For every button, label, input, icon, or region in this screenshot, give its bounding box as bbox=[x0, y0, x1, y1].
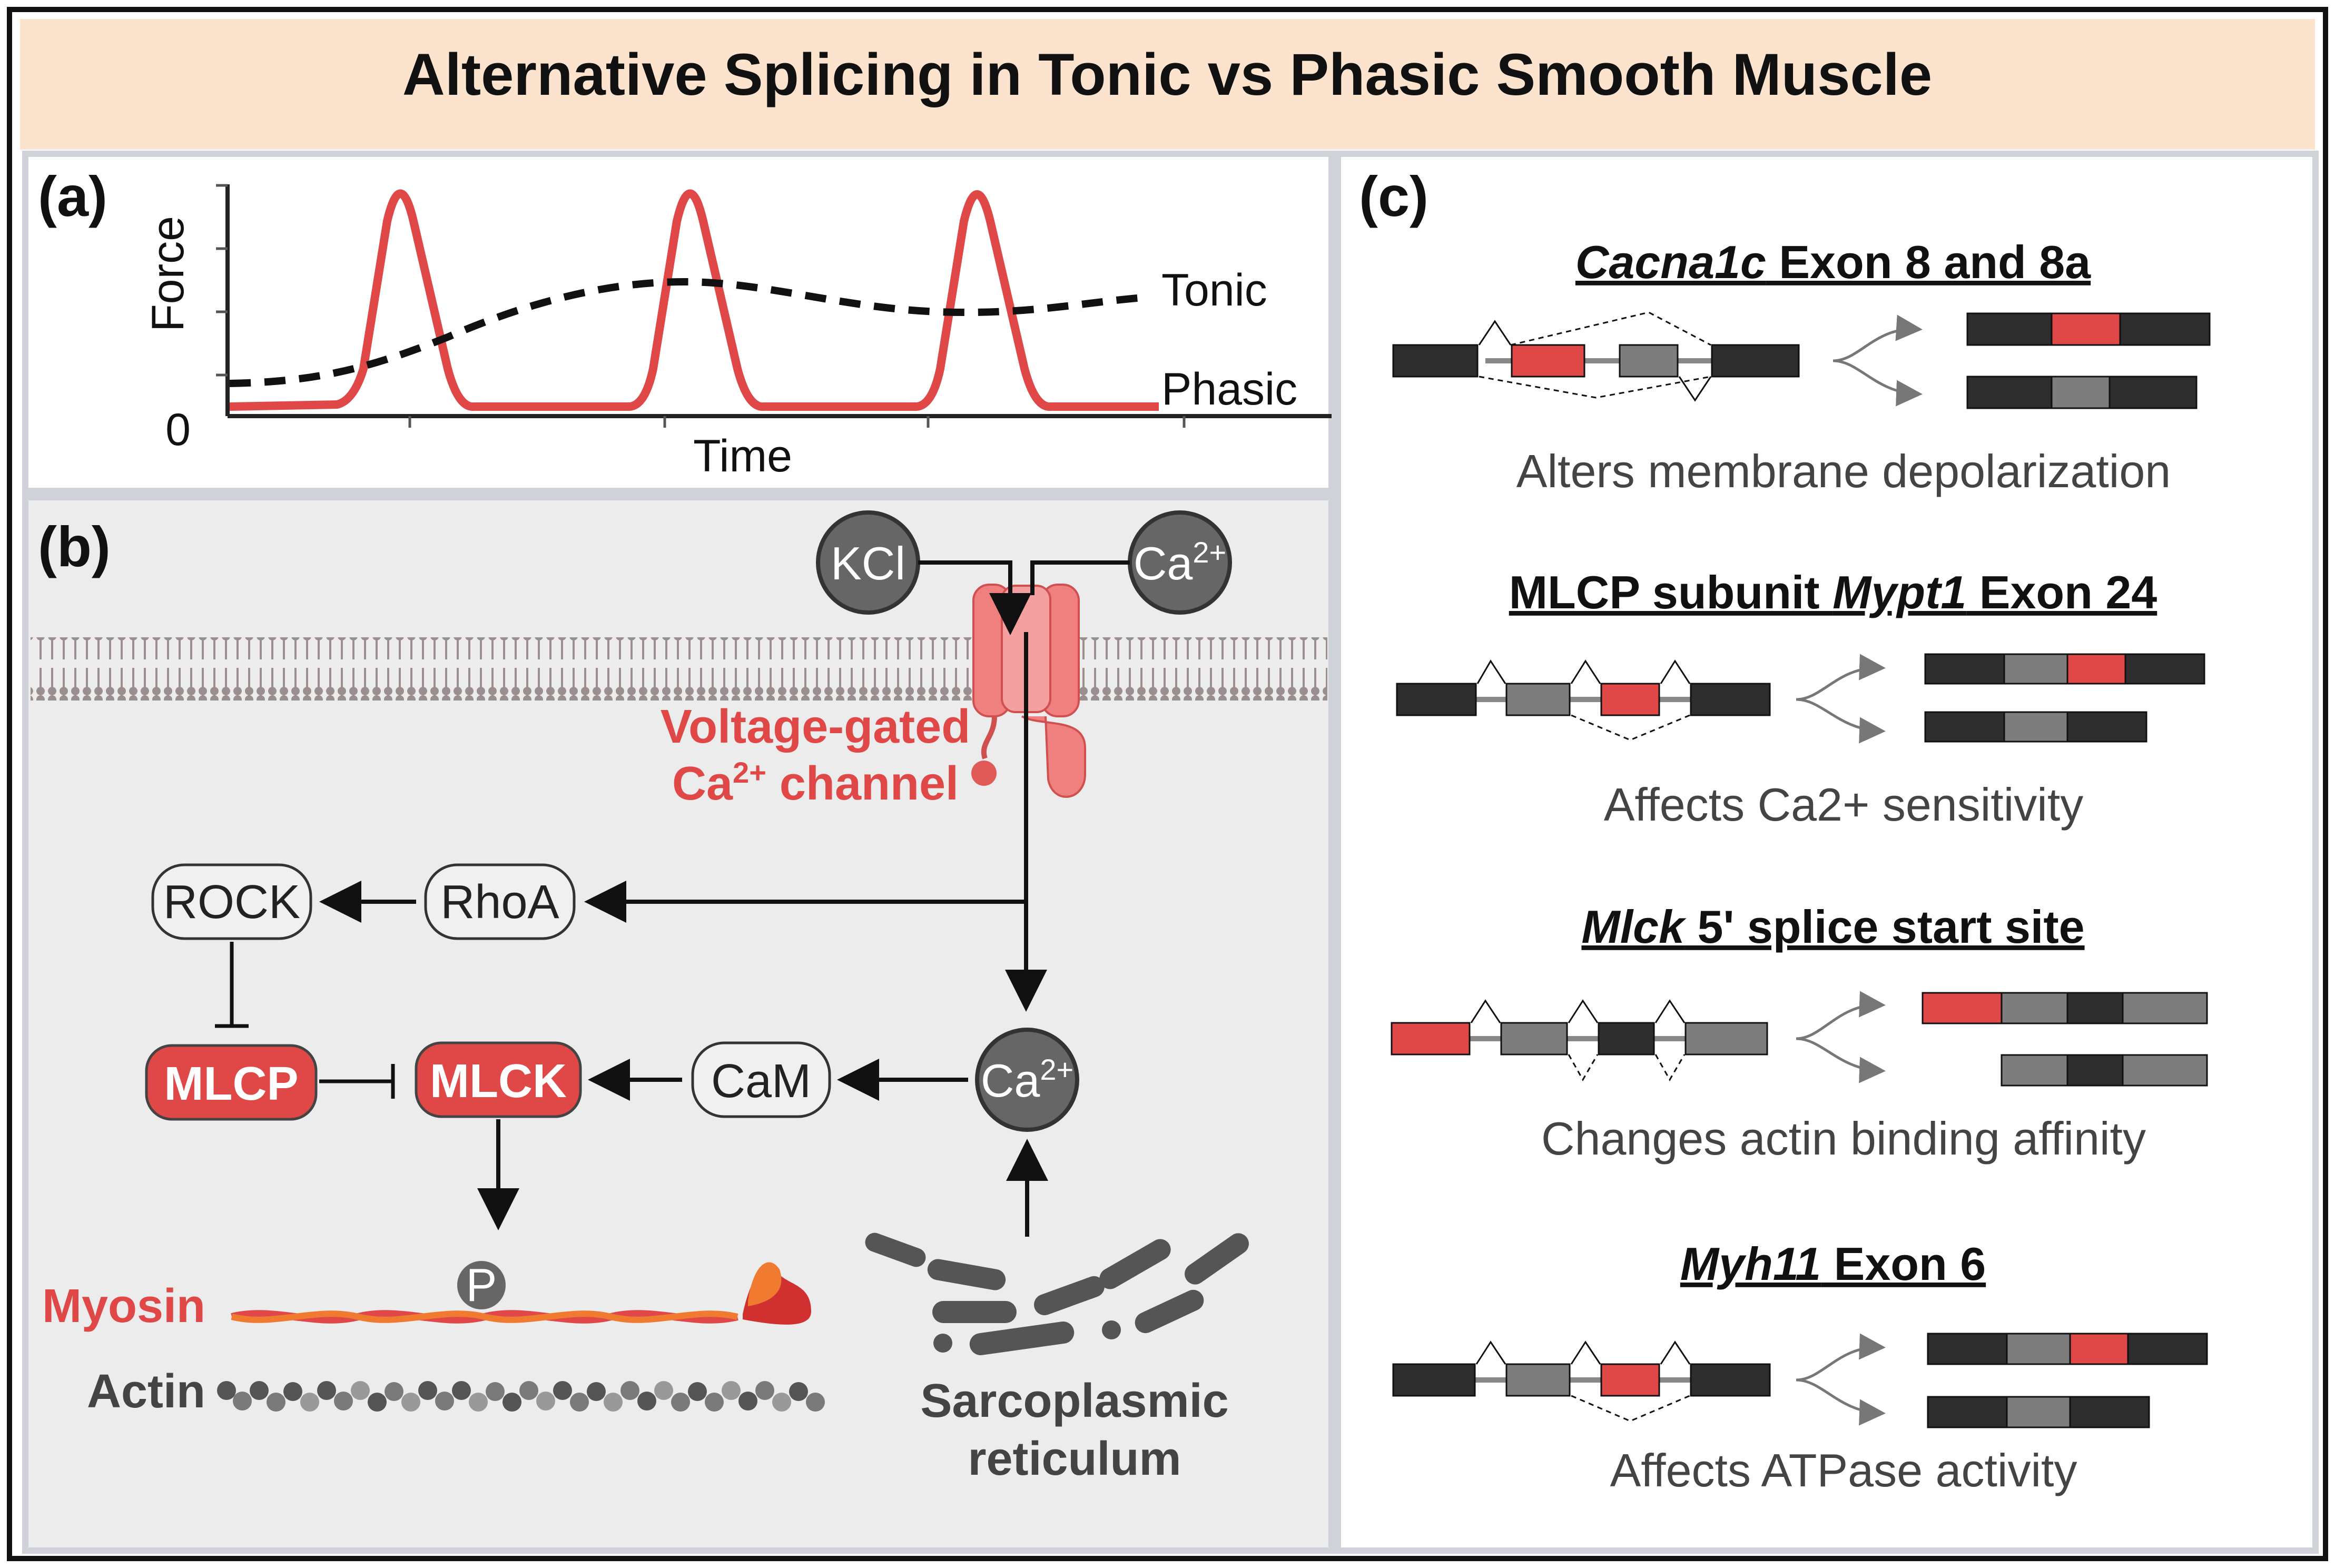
svg-text:RhoA: RhoA bbox=[440, 876, 559, 929]
gene-mlck: Mlck 5' splice start site Changes actin … bbox=[1391, 901, 2208, 1165]
gene-effect: Changes actin binding affinity bbox=[1541, 1112, 2146, 1165]
sr-label-line1: Sarcoplasmic bbox=[920, 1375, 1228, 1427]
myosin-label: Myosin bbox=[42, 1280, 205, 1333]
panel-c-label: (c) bbox=[1359, 164, 1428, 228]
phosphate-group: P bbox=[457, 1259, 506, 1311]
sr-label-line2: reticulum bbox=[968, 1433, 1181, 1485]
gene-heading: Mlck 5' splice start site bbox=[1581, 901, 2084, 953]
gene-myh11: Myh11 Exon 6 Affects ATPase activity bbox=[1392, 1238, 2208, 1496]
panel-c: (c) Cacna1c Exon 8 and 8a Alters membran… bbox=[1335, 151, 2319, 1554]
panel-a-label: (a) bbox=[38, 164, 107, 228]
svg-text:KCl: KCl bbox=[831, 537, 905, 589]
svg-text:ROCK: ROCK bbox=[163, 876, 300, 929]
channel-label-line2: Ca2+ channel bbox=[672, 756, 959, 810]
svg-text:CaM: CaM bbox=[711, 1055, 811, 1108]
figure-title: Alternative Splicing in Tonic vs Phasic … bbox=[402, 42, 1932, 107]
phasic-curve bbox=[229, 189, 1159, 411]
gene-heading: MLCP subunit Mypt1 Exon 24 bbox=[1509, 566, 2157, 618]
kcl-ion: KCl bbox=[816, 510, 920, 615]
svg-text:MLCK: MLCK bbox=[430, 1055, 567, 1108]
svg-text:Ca2+: Ca2+ bbox=[981, 1053, 1073, 1107]
mlck-node: MLCK bbox=[415, 1041, 582, 1118]
gene-heading: Myh11 Exon 6 bbox=[1680, 1238, 1986, 1290]
cell-membrane bbox=[31, 637, 1327, 701]
x-axis-label: Time bbox=[693, 431, 792, 481]
panel-a: (a) Force Time 0 Tonic Phasic bbox=[22, 151, 1335, 494]
title-banner bbox=[20, 19, 2315, 150]
sarcoplasmic-reticulum bbox=[865, 1232, 1249, 1355]
axis-origin: 0 bbox=[165, 405, 191, 455]
cam-node: CaM bbox=[691, 1041, 831, 1118]
ca-entry-line bbox=[1030, 560, 1130, 595]
gene-heading: Cacna1c Exon 8 and 8a bbox=[1575, 236, 2091, 288]
svg-text:Ca2+: Ca2+ bbox=[1134, 536, 1226, 589]
kcl-arrow bbox=[918, 560, 1031, 635]
svg-text:P: P bbox=[466, 1259, 497, 1311]
channel-label-line1: Voltage-gated bbox=[661, 701, 970, 753]
gene-effect: Affects Ca2+ sensitivity bbox=[1604, 778, 2084, 831]
actin-filament bbox=[217, 1381, 825, 1412]
gene-effect: Affects ATPase activity bbox=[1610, 1444, 2077, 1496]
gene-cacna1c: Cacna1c Exon 8 and 8a Alters membrane de… bbox=[1392, 236, 2211, 497]
myosin-filament bbox=[231, 1262, 811, 1325]
tonic-label: Tonic bbox=[1161, 265, 1267, 315]
ca-ion-extracellular: Ca2+ bbox=[1128, 510, 1232, 615]
y-axis-label: Force bbox=[143, 216, 193, 332]
actin-label: Actin bbox=[87, 1365, 205, 1418]
gene-mypt1: MLCP subunit Mypt1 Exon 24 Affects Ca2+ … bbox=[1396, 566, 2205, 831]
panel-b-label: (b) bbox=[38, 515, 111, 578]
tonic-curve bbox=[229, 278, 1144, 387]
rock-node: ROCK bbox=[151, 863, 312, 940]
ca-ion-intracellular: Ca2+ bbox=[975, 1028, 1079, 1132]
mlcp-node: MLCP bbox=[145, 1044, 318, 1121]
phasic-label: Phasic bbox=[1161, 364, 1297, 415]
svg-text:MLCP: MLCP bbox=[164, 1058, 299, 1110]
rhoa-node: RhoA bbox=[424, 863, 576, 940]
gene-effect: Alters membrane depolarization bbox=[1516, 445, 2171, 497]
panel-b: (b) KCl Ca2+ Voltage-gated Ca2+ channel bbox=[22, 494, 1335, 1554]
